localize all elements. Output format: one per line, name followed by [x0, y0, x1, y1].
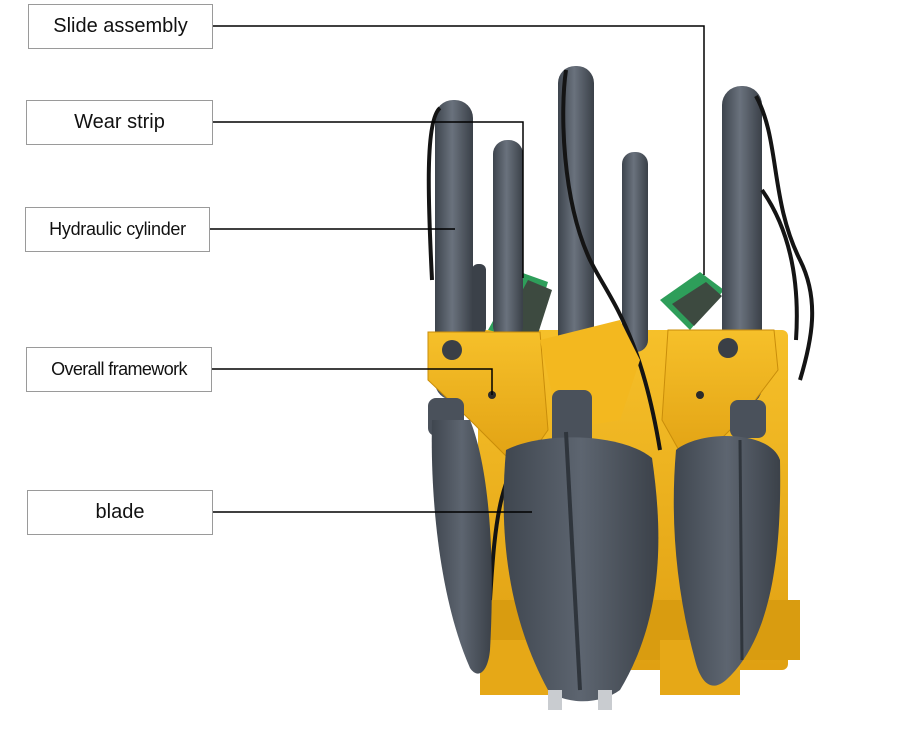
leader-wear-strip — [213, 121, 524, 278]
framework-brackets — [427, 320, 779, 471]
label-hydraulic-cylinder: Hydraulic cylinder — [25, 207, 210, 252]
leader-slide-assembly — [213, 25, 705, 275]
label-wear-strip: Wear strip — [26, 100, 213, 145]
label-blade: blade — [27, 490, 213, 535]
leader-lines — [210, 25, 705, 513]
leader-overall-framework — [212, 368, 493, 395]
label-overall-framework: Overall framework — [26, 347, 212, 392]
hydraulic-cylinders — [435, 66, 762, 406]
blade-tips — [548, 690, 612, 710]
label-slide-assembly: Slide assembly — [28, 4, 213, 49]
blades — [431, 420, 781, 702]
